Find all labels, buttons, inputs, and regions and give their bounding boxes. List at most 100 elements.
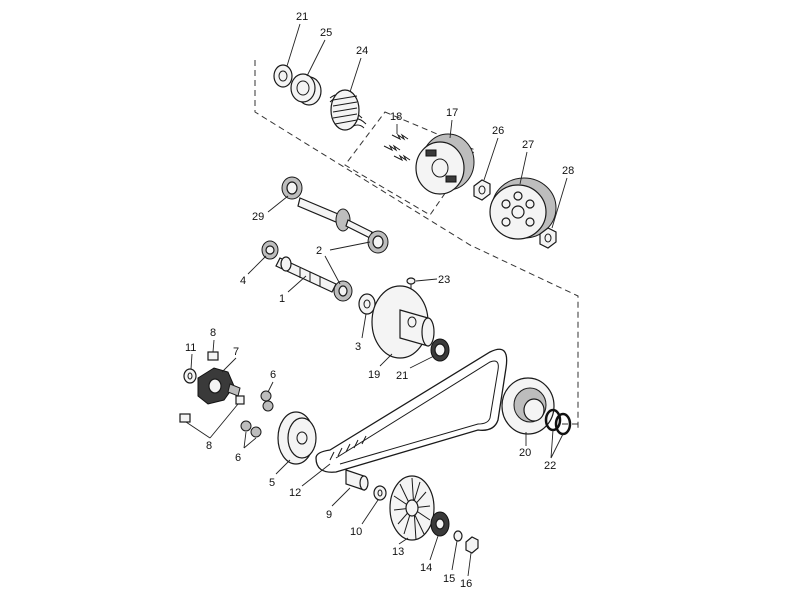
leader-23 [415, 278, 438, 282]
clutch-shoe-assembly-17 [415, 133, 475, 195]
leader-10 [361, 499, 379, 525]
leader-13 [398, 537, 409, 545]
nut-28 [539, 227, 557, 249]
callout-4: 4 [240, 275, 246, 287]
callout-15: 15 [443, 573, 455, 585]
movable-driven-face-20 [501, 377, 555, 435]
sleeve-9 [345, 469, 369, 491]
leader-26 [483, 137, 499, 181]
callout-10: 10 [350, 526, 362, 538]
leader-16 [467, 552, 472, 577]
drive-shaft-1 [275, 256, 337, 293]
leader-17 [449, 119, 453, 139]
callout-6-upper: 6 [270, 369, 276, 381]
slider-8-lower [179, 395, 245, 423]
leader-3 [361, 313, 367, 339]
clutch-spring-24 [329, 89, 367, 131]
bearing-2-lower [333, 280, 353, 302]
callout-9: 9 [326, 509, 332, 521]
callout-8-lower: 8 [206, 440, 212, 452]
callout-11: 11 [185, 342, 196, 354]
fixed-drive-face-13 [389, 475, 435, 541]
callout-8-upper: 8 [210, 327, 216, 339]
callout-23: 23 [438, 274, 450, 286]
pin-23 [406, 277, 416, 292]
leader-7 [221, 357, 237, 373]
leader-27 [519, 151, 528, 185]
starter-ratchet-14 [430, 511, 450, 537]
leader-8-lower [185, 403, 239, 439]
callout-21-lower: 21 [396, 370, 408, 382]
callout-27: 27 [522, 139, 534, 151]
leader-11 [190, 353, 193, 370]
rollers-6-lower [240, 420, 262, 438]
clutch-group-boundary [254, 60, 579, 428]
callout-3: 3 [355, 341, 361, 353]
callout-20: 20 [519, 447, 531, 459]
callout-24: 24 [356, 45, 368, 57]
callout-2: 2 [316, 245, 322, 257]
callout-26: 26 [492, 125, 504, 137]
bearing-2-upper [367, 230, 389, 254]
rollers-6-upper [260, 390, 274, 412]
leader-22 [550, 429, 564, 459]
callout-22: 22 [544, 460, 556, 472]
leader-6-upper [267, 381, 274, 393]
nut-26 [473, 179, 491, 201]
leader-15 [451, 540, 458, 571]
leader-19 [379, 353, 393, 367]
washer-21-upper [273, 64, 293, 88]
shoe-springs-18 [383, 133, 411, 162]
callout-28: 28 [562, 165, 574, 177]
seal-21-lower [430, 338, 450, 362]
nut-16 [465, 536, 479, 554]
callout-5: 5 [269, 477, 275, 489]
leader-9 [331, 487, 351, 507]
leader-14 [429, 535, 439, 561]
collar-25 [290, 73, 322, 106]
leader-29 [267, 195, 289, 213]
leader-28 [551, 177, 568, 229]
washer-3 [358, 293, 376, 315]
callout-16: 16 [460, 578, 472, 590]
leader-lines [185, 23, 568, 577]
callout-25: 25 [320, 27, 332, 39]
callout-17: 17 [446, 107, 458, 119]
callout-14: 14 [420, 562, 432, 574]
ramp-plate-7 [197, 367, 241, 405]
callout-6-lower: 6 [235, 452, 241, 464]
drive-gear-shaft [297, 197, 373, 239]
clutch-drum-27 [489, 177, 557, 240]
leader-21-upper [286, 23, 301, 67]
leader-8-upper [212, 339, 215, 353]
washer-10 [373, 485, 387, 501]
callout-1: 1 [279, 293, 285, 305]
callout-19: 19 [368, 369, 380, 381]
callout-12: 12 [289, 487, 301, 499]
leader-2a [329, 241, 371, 251]
callout-7: 7 [233, 346, 239, 358]
leader-24 [349, 57, 362, 93]
callout-labels: 21 25 24 18 17 26 27 28 29 2 4 1 23 3 19… [185, 11, 574, 590]
bearing-4 [261, 240, 279, 260]
leader-1 [287, 275, 307, 293]
leader-21-lower [409, 355, 435, 369]
washer-11 [183, 368, 197, 384]
drive-belt-12 [315, 348, 508, 473]
movable-drive-face-5 [277, 411, 317, 465]
callout-13: 13 [392, 546, 404, 558]
leader-5 [275, 459, 291, 475]
leader-4 [247, 255, 267, 275]
leader-25 [306, 39, 326, 77]
leader-6-lower [243, 431, 257, 449]
driven-pulley-19 [371, 285, 435, 359]
slider-8-upper [207, 351, 219, 361]
callout-21-upper: 21 [296, 11, 308, 23]
callout-18: 18 [390, 111, 402, 123]
washer-15 [453, 530, 463, 542]
bearing-29 [281, 176, 303, 200]
leader-2b [324, 255, 341, 285]
leader-12 [301, 463, 331, 487]
callout-29: 29 [252, 211, 264, 223]
